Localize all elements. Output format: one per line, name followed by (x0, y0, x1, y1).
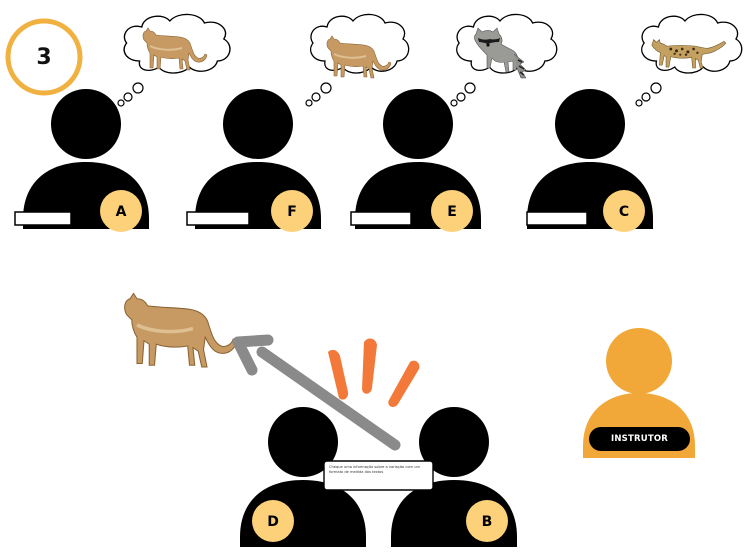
shared-card-text: Cheque uma informação sobre a variação c… (329, 465, 420, 474)
badge-letter-d: D (267, 514, 279, 530)
letter-badge (252, 500, 294, 542)
badge-letter-c: C (619, 204, 629, 220)
instructor-head (606, 328, 672, 394)
badge-letter-a: A (116, 204, 127, 220)
participant-f (186, 13, 410, 232)
step-ring (5, 18, 83, 96)
thought-cloud-c (635, 13, 743, 107)
step-indicator (5, 18, 83, 96)
badge-letter-f: F (287, 204, 297, 220)
name-tag (186, 211, 250, 226)
thought-cloud-f (305, 13, 410, 107)
step-number: 3 (36, 44, 52, 70)
badge-letter-e: E (447, 204, 457, 220)
name-tag (526, 211, 588, 226)
participant-c (526, 13, 743, 232)
letter-badge (466, 500, 508, 542)
letter-badge (271, 190, 313, 232)
participant-a (14, 13, 231, 232)
thought-cloud-e (450, 13, 558, 107)
arrow-icon (232, 334, 401, 451)
burst-icon (328, 338, 420, 407)
shown-puma-icon (122, 291, 239, 369)
instructor-label-pill (589, 427, 690, 451)
participant-d (240, 407, 366, 547)
letter-badge (603, 190, 645, 232)
letter-badge (431, 190, 473, 232)
name-tag (14, 211, 72, 226)
name-tag (350, 211, 412, 226)
letter-badge (100, 190, 142, 232)
participant-e (350, 13, 558, 232)
instructor (583, 328, 695, 458)
participant-b (391, 407, 517, 547)
shared-card (323, 460, 434, 491)
badge-letter-b: B (482, 514, 493, 530)
thought-cloud-a (117, 13, 231, 107)
instructor-label: INSTRUTOR (610, 434, 668, 444)
